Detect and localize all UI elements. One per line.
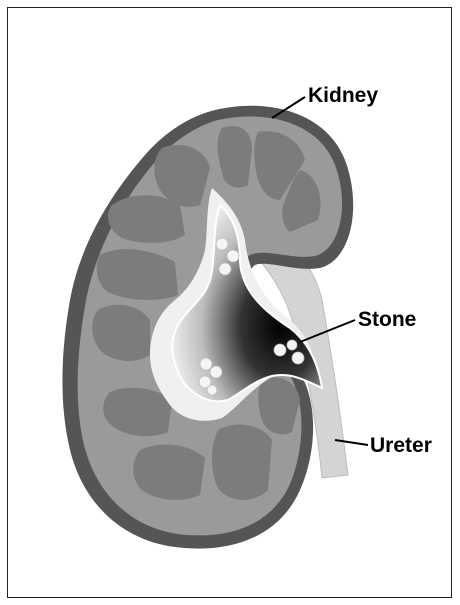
stone [207, 385, 217, 395]
stone [210, 366, 222, 378]
stone [274, 344, 286, 356]
ureter-label: Ureter [370, 434, 432, 458]
kidney-label: Kidney [308, 84, 378, 108]
stone [227, 250, 239, 262]
stone [287, 340, 297, 350]
pyramid [212, 425, 272, 500]
pyramid [108, 195, 185, 243]
stone [200, 358, 212, 370]
stone [219, 263, 231, 275]
stone-label: Stone [358, 308, 416, 332]
stone [292, 352, 304, 364]
stone [216, 238, 228, 250]
